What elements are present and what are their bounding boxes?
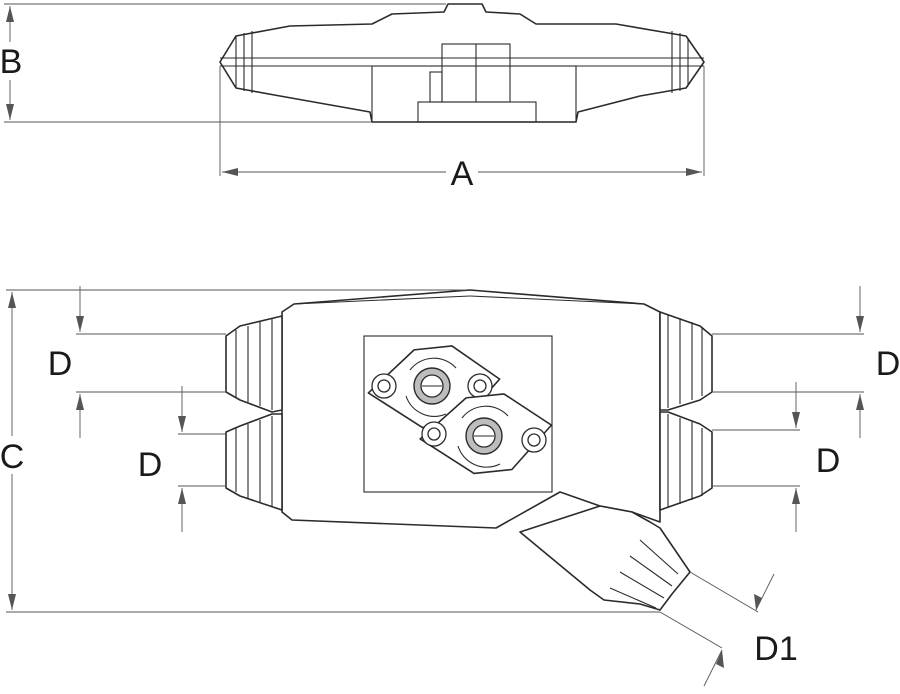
dimension-d-right-bottom: D bbox=[712, 382, 840, 532]
dimension-a-arrow-left bbox=[222, 168, 238, 176]
dimension-c-label: C bbox=[0, 438, 24, 476]
dimension-d-label: D bbox=[48, 345, 73, 383]
dimension-a: A bbox=[219, 66, 705, 193]
front-view-top-edge bbox=[293, 295, 471, 305]
top-view-body-outline bbox=[219, 3, 705, 123]
dimension-c: C bbox=[0, 289, 660, 613]
dimension-d-label: D bbox=[876, 345, 900, 383]
right-lower-entry bbox=[659, 411, 713, 511]
dimension-d1-label: D1 bbox=[754, 630, 797, 668]
front-view-top-edge bbox=[469, 295, 645, 305]
center-window bbox=[363, 335, 553, 493]
dimension-d1: D1 bbox=[659, 571, 798, 687]
dimension-b-arrow-bottom bbox=[6, 104, 14, 120]
dimension-d-label: D bbox=[816, 442, 841, 480]
dimension-d-left-bottom: D bbox=[138, 386, 226, 532]
dimension-d-right-top: D bbox=[712, 286, 900, 438]
dimension-d-label: D bbox=[138, 446, 163, 484]
dimension-b-label: B bbox=[0, 43, 22, 81]
branch-entry bbox=[519, 505, 691, 611]
dimension-a-label: A bbox=[451, 155, 474, 193]
right-upper-entry bbox=[659, 311, 713, 411]
front-view bbox=[225, 289, 713, 611]
dimension-c-arrow-top bbox=[8, 292, 16, 308]
top-view bbox=[219, 3, 705, 123]
dimension-b-arrow-top bbox=[6, 6, 14, 22]
left-upper-entry bbox=[225, 315, 283, 413]
top-view-base-plate bbox=[417, 101, 537, 123]
dimension-d-left-top: D bbox=[48, 286, 226, 438]
left-lower-entry bbox=[225, 413, 283, 511]
dimension-c-arrow-bottom bbox=[8, 594, 16, 610]
dimension-a-arrow-right bbox=[686, 168, 702, 176]
dimension-b: B bbox=[0, 3, 446, 123]
connector-plate-lower bbox=[419, 393, 553, 475]
